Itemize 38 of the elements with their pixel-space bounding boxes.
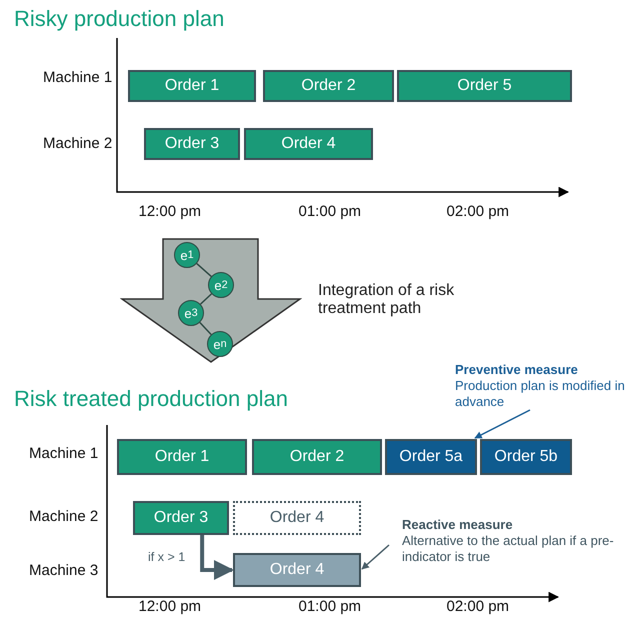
task-bar: Order 2: [263, 70, 394, 102]
task-bar: Order 3: [144, 128, 240, 160]
arrow-caption: Integration of a risk treatment path: [318, 282, 456, 318]
note-text: Production plan is modified in advance: [455, 378, 626, 410]
machine-label: Machine 3: [29, 562, 98, 579]
leader-line: [361, 544, 390, 570]
connector-line: [196, 263, 212, 277]
machine-label: Machine 1: [29, 445, 98, 462]
time-tick-label: 12:00 pm: [138, 598, 202, 615]
machine-label: Machine 2: [43, 135, 112, 152]
task-bar: Order 4: [233, 553, 361, 587]
leader-line: [474, 409, 530, 439]
down-arrow-shape: [120, 238, 302, 364]
planned-task-outline: Order 4: [233, 501, 361, 535]
machine-label: Machine 1: [43, 69, 112, 86]
connector-line: [199, 322, 212, 336]
machine-label: Machine 2: [29, 508, 98, 525]
task-bar: Order 4: [244, 128, 373, 160]
section-title: Risk treated production plan: [14, 386, 288, 412]
section-title: Risky production plan: [14, 6, 224, 32]
task-bar: Order 5a: [385, 439, 477, 475]
task-bar: Order 5b: [480, 439, 572, 475]
time-tick-label: 01:00 pm: [298, 598, 362, 615]
time-tick-label: 02:00 pm: [446, 203, 510, 220]
note-heading: Reactive measure: [402, 517, 514, 533]
conditional-arrow: [200, 535, 234, 580]
task-bar: Order 3: [133, 501, 229, 535]
note-heading: Preventive measure: [455, 362, 579, 378]
time-tick-label: 02:00 pm: [446, 598, 510, 615]
connector-line: [200, 293, 212, 305]
task-bar: Order 2: [252, 439, 382, 475]
time-tick-label: 12:00 pm: [138, 203, 202, 220]
task-bar: Order 5: [397, 70, 572, 102]
task-bar: Order 1: [117, 439, 247, 475]
task-bar: Order 1: [128, 70, 256, 102]
note-text: Alternative to the actual plan if a pre-indicator is true: [402, 533, 615, 565]
edge-label: if x > 1: [148, 550, 186, 564]
time-tick-label: 01:00 pm: [298, 203, 362, 220]
